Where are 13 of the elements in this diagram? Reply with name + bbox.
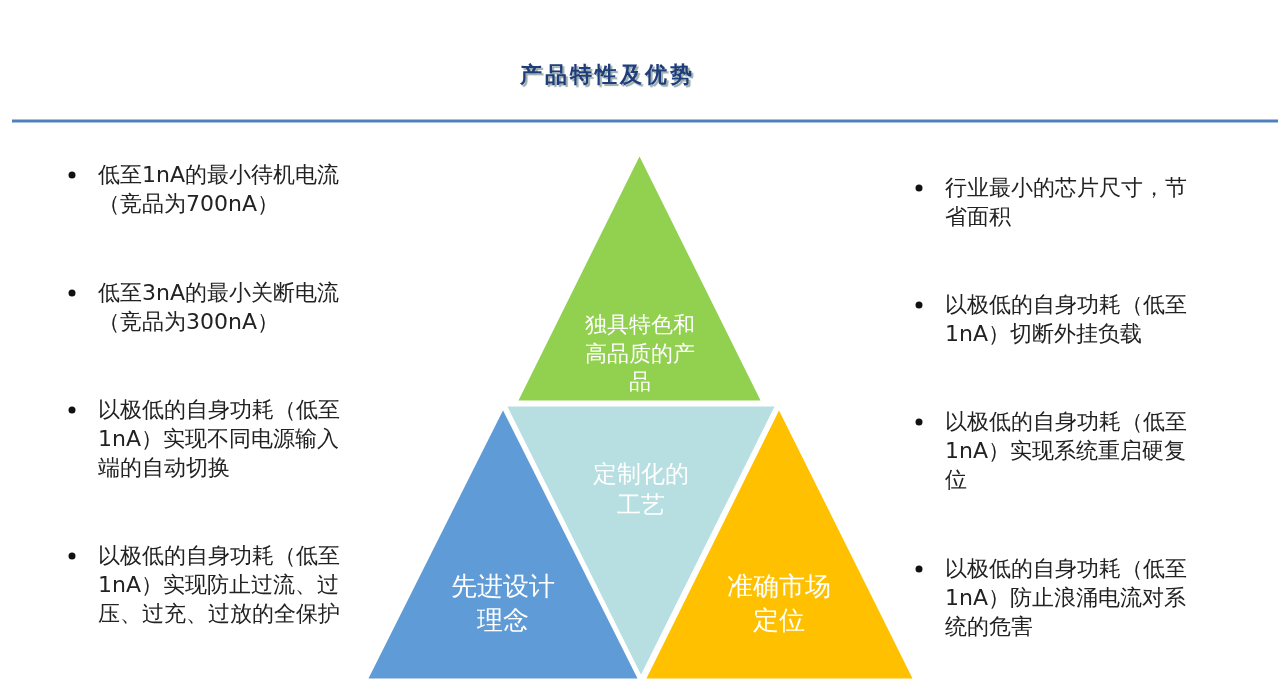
bullet-text: 以极低的自身功耗（低至1nA）实现防止过流、过压、过充、过放的全保护 [98,542,341,628]
title: 产品特性及优势 [520,61,695,89]
bullet-text: 以极低的自身功耗（低至1nA）实现系统重启硬复位 [945,408,1188,494]
bullet-text: 以极低的自身功耗（低至1nA）切断外挂负载 [945,291,1188,348]
bullet-text: 低至1nA的最小待机电流（竞品为700nA） [98,161,340,218]
triangle-label: 准确市场定位 [726,570,832,637]
bullet-text: 行业最小的芯片尺寸，节省面积 [945,174,1188,231]
bullet-text: 以极低的自身功耗（低至1nA）防止浪涌电流对系统的危害 [945,555,1188,641]
triangle-label: 定制化的工艺 [592,459,690,522]
bullet-text: 低至3nA的最小关断电流（竞品为300nA） [98,279,340,336]
bullet-text: 以极低的自身功耗（低至1nA）实现不同电源输入端的自动切换 [98,396,341,482]
triangle-label: 独具特色和高品质的产品 [583,311,696,397]
triangle-label: 先进设计理念 [450,570,556,637]
